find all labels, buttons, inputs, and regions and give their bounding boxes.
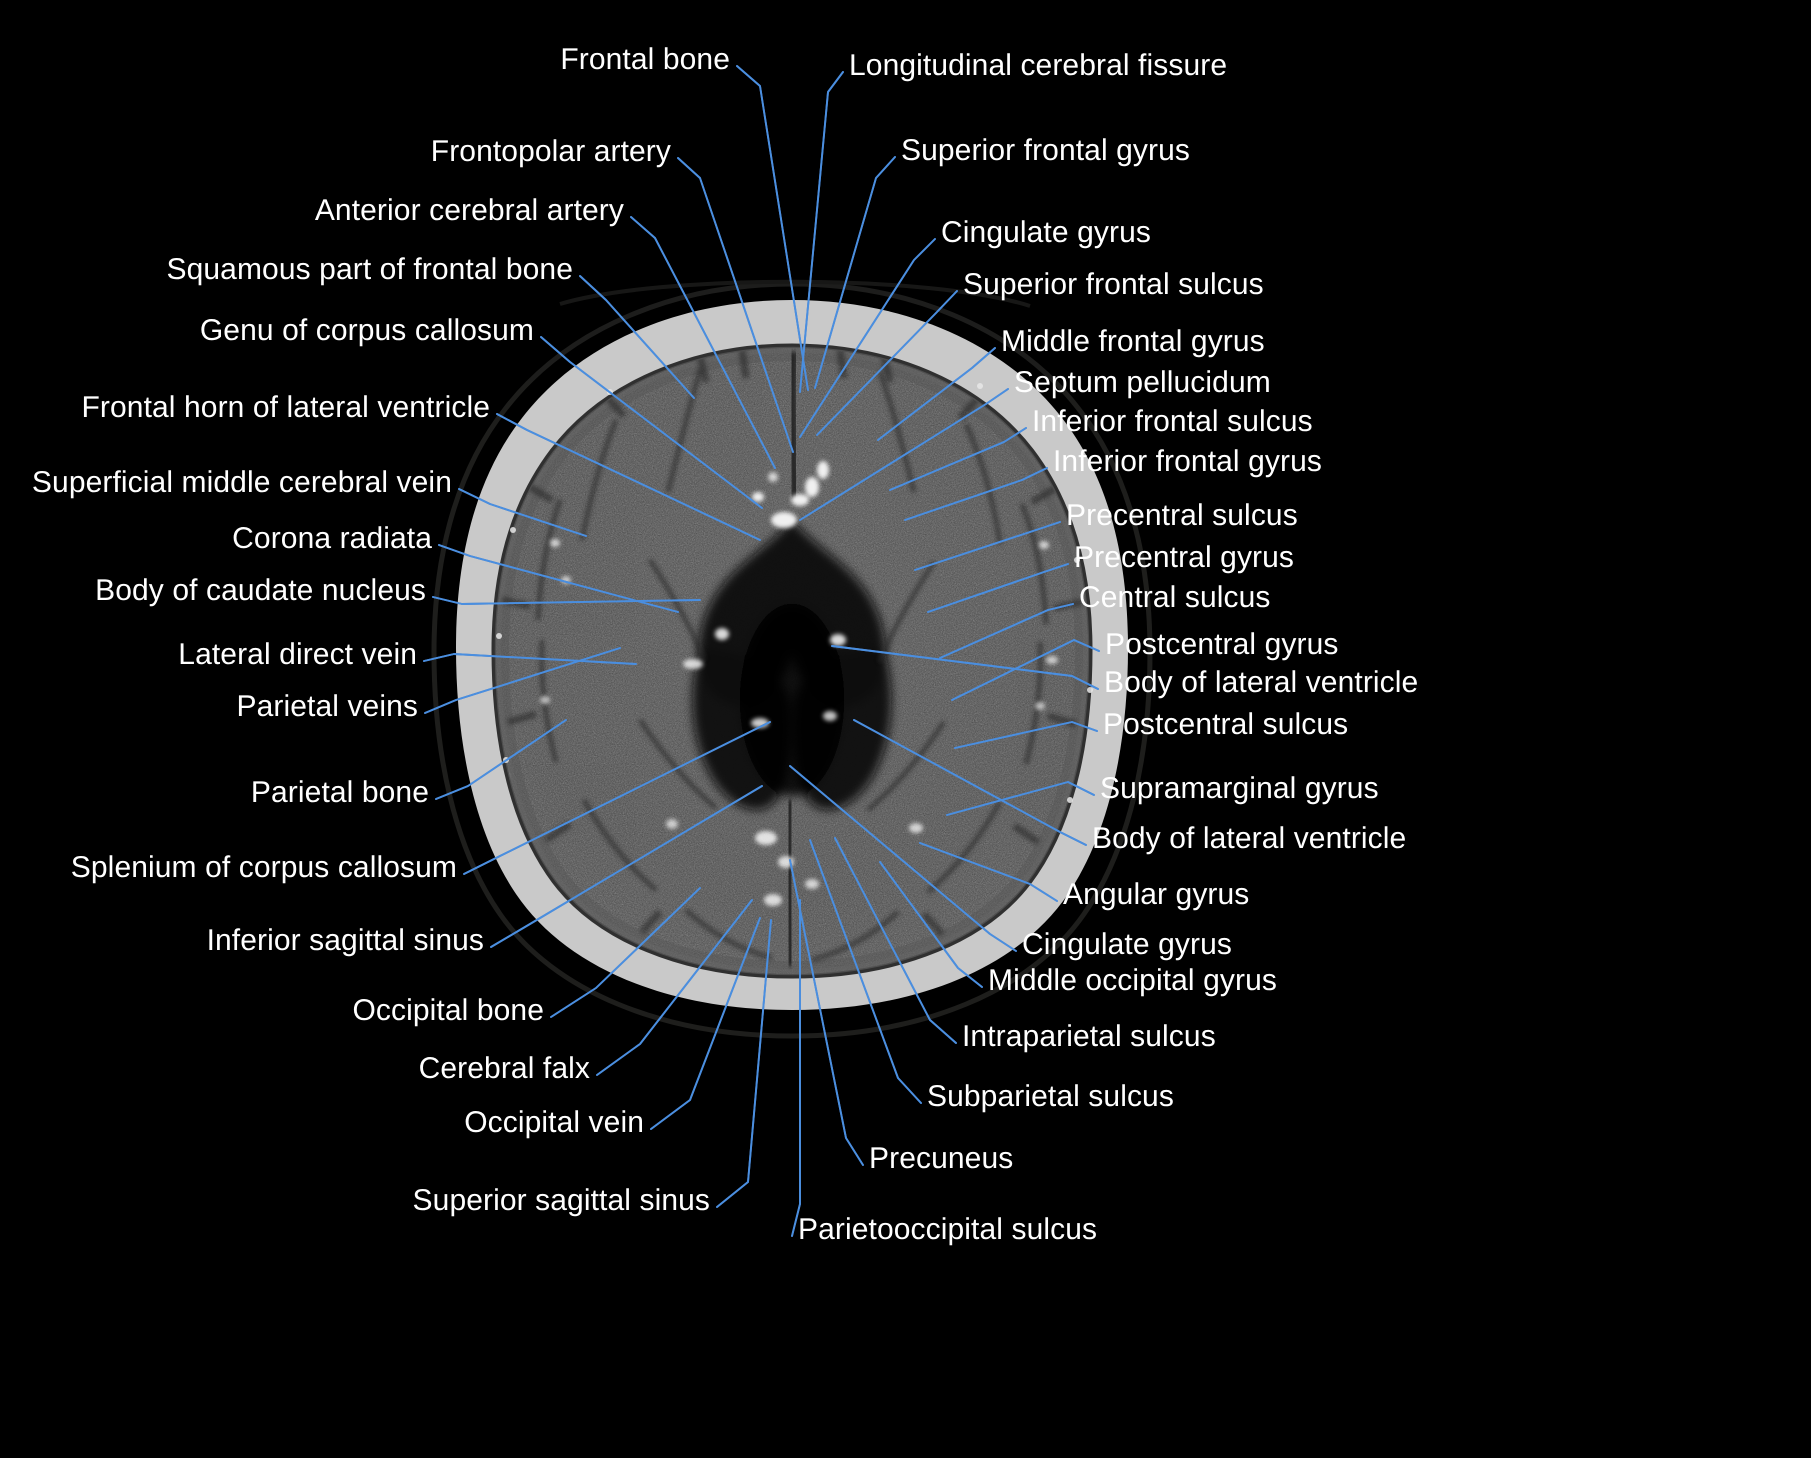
leader-line-anterior-cerebral-artery	[630, 216, 776, 469]
leader-line-intraparietal-sulcus	[834, 837, 957, 1044]
label-frontal-horn-of-lateral-ventricle: Frontal horn of lateral ventricle	[81, 391, 490, 424]
label-superficial-middle-cerebral-vein: Superficial middle cerebral vein	[31, 466, 452, 499]
label-parietal-veins: Parietal veins	[236, 690, 418, 723]
leader-line-inferior-frontal-sulcus	[889, 427, 1027, 491]
leader-line-precentral-sulcus	[914, 521, 1061, 571]
leader-line-precuneus	[789, 859, 864, 1166]
label-supramarginal-gyrus: Supramarginal gyrus	[1100, 772, 1379, 805]
leader-line-parietal-bone	[435, 719, 567, 800]
label-genu-of-corpus-callosum: Genu of corpus callosum	[199, 314, 534, 347]
label-intraparietal-sulcus: Intraparietal sulcus	[962, 1020, 1216, 1053]
label-lateral-direct-vein: Lateral direct vein	[178, 638, 417, 671]
label-central-sulcus: Central sulcus	[1079, 581, 1271, 614]
label-body-of-caudate-nucleus: Body of caudate nucleus	[95, 574, 426, 607]
leader-line-cingulate-gyrus-bottom	[789, 765, 1017, 952]
label-septum-pellucidum: Septum pellucidum	[1014, 366, 1271, 399]
leader-line-frontal-bone	[736, 65, 809, 391]
leader-line-body-of-caudate-nucleus	[432, 596, 701, 605]
label-subparietal-sulcus: Subparietal sulcus	[927, 1080, 1174, 1113]
label-middle-occipital-gyrus: Middle occipital gyrus	[988, 964, 1277, 997]
leader-line-frontal-horn-of-lateral-ventricle	[496, 413, 761, 541]
leader-line-inferior-sagittal-sinus	[490, 785, 763, 948]
label-splenium-of-corpus-callosum: Splenium of corpus callosum	[70, 851, 457, 884]
label-frontopolar-artery: Frontopolar artery	[430, 135, 671, 168]
leader-line-postcentral-sulcus	[954, 721, 1098, 749]
leader-line-cingulate-gyrus-top	[799, 238, 936, 438]
label-corona-radiata: Corona radiata	[232, 522, 432, 555]
leader-line-lateral-direct-vein	[423, 653, 637, 665]
leader-line-parietooccipital-sulcus	[791, 899, 801, 1237]
leader-line-superior-frontal-sulcus	[816, 290, 958, 436]
leader-line-septum-pellucidum	[799, 388, 1009, 521]
label-superior-sagittal-sinus: Superior sagittal sinus	[412, 1184, 710, 1217]
lateral-ventricles	[692, 520, 892, 810]
label-body-of-lateral-ventricle-low: Body of lateral ventricle	[1092, 822, 1407, 855]
label-longitudinal-cerebral-fissure: Longitudinal cerebral fissure	[849, 49, 1228, 82]
label-anterior-cerebral-artery: Anterior cerebral artery	[314, 194, 624, 227]
label-postcentral-gyrus: Postcentral gyrus	[1105, 628, 1339, 661]
leader-line-angular-gyrus	[919, 842, 1058, 902]
label-cerebral-falx: Cerebral falx	[418, 1052, 590, 1085]
leader-line-postcentral-gyrus	[951, 639, 1100, 701]
leader-line-body-of-lateral-ventricle-right	[831, 645, 1099, 690]
label-superior-frontal-sulcus: Superior frontal sulcus	[963, 268, 1264, 301]
label-precentral-gyrus: Precentral gyrus	[1074, 541, 1295, 574]
leader-line-splenium-of-corpus-callosum	[463, 721, 771, 875]
label-squamous-part-of-frontal-bone: Squamous part of frontal bone	[166, 253, 573, 286]
leader-line-superior-sagittal-sinus	[716, 919, 772, 1208]
leader-line-longitudinal-cerebral-fissure	[799, 71, 844, 393]
leader-line-precentral-gyrus	[927, 563, 1069, 613]
label-cingulate-gyrus-top: Cingulate gyrus	[941, 216, 1151, 249]
leader-line-frontopolar-artery	[677, 157, 794, 453]
leader-line-inferior-frontal-gyrus	[904, 467, 1048, 521]
label-parietooccipital-sulcus: Parietooccipital sulcus	[798, 1213, 1098, 1246]
label-inferior-frontal-gyrus: Inferior frontal gyrus	[1053, 445, 1322, 478]
scalp-outline	[431, 279, 1153, 1039]
leader-line-middle-frontal-gyrus	[877, 347, 996, 441]
label-occipital-bone: Occipital bone	[352, 994, 544, 1027]
label-middle-frontal-gyrus: Middle frontal gyrus	[1001, 325, 1265, 358]
label-frontal-bone: Frontal bone	[560, 43, 730, 76]
leader-line-middle-occipital-gyrus	[879, 861, 983, 988]
label-precentral-sulcus: Precentral sulcus	[1066, 499, 1298, 532]
label-body-of-lateral-ventricle-right: Body of lateral ventricle	[1104, 666, 1419, 699]
leader-line-genu-of-corpus-callosum	[540, 336, 763, 509]
label-inferior-sagittal-sinus: Inferior sagittal sinus	[206, 924, 484, 957]
label-inferior-frontal-sulcus: Inferior frontal sulcus	[1032, 405, 1313, 438]
label-parietal-bone: Parietal bone	[250, 776, 429, 809]
leader-line-superior-frontal-gyrus	[814, 156, 896, 389]
leader-line-cerebral-falx	[596, 899, 753, 1076]
leader-line-central-sulcus	[939, 603, 1074, 659]
leader-line-squamous-part-of-frontal-bone	[579, 275, 695, 399]
label-postcentral-sulcus: Postcentral sulcus	[1103, 708, 1349, 741]
leader-line-supramarginal-gyrus	[946, 781, 1095, 816]
label-superior-frontal-gyrus: Superior frontal gyrus	[901, 134, 1191, 167]
leader-line-body-of-lateral-ventricle-low	[853, 719, 1087, 846]
label-angular-gyrus: Angular gyrus	[1063, 878, 1250, 911]
leader-line-occipital-bone	[550, 887, 701, 1018]
leader-line-superficial-middle-cerebral-vein	[458, 488, 587, 537]
label-precuneus: Precuneus	[869, 1142, 1014, 1175]
leader-line-corona-radiata	[438, 544, 679, 613]
leader-line-subparietal-sulcus	[809, 839, 922, 1104]
label-cingulate-gyrus-bottom: Cingulate gyrus	[1022, 928, 1232, 961]
leader-line-occipital-vein	[650, 917, 761, 1130]
label-occipital-vein: Occipital vein	[464, 1106, 644, 1139]
leader-line-parietal-veins	[424, 647, 621, 714]
